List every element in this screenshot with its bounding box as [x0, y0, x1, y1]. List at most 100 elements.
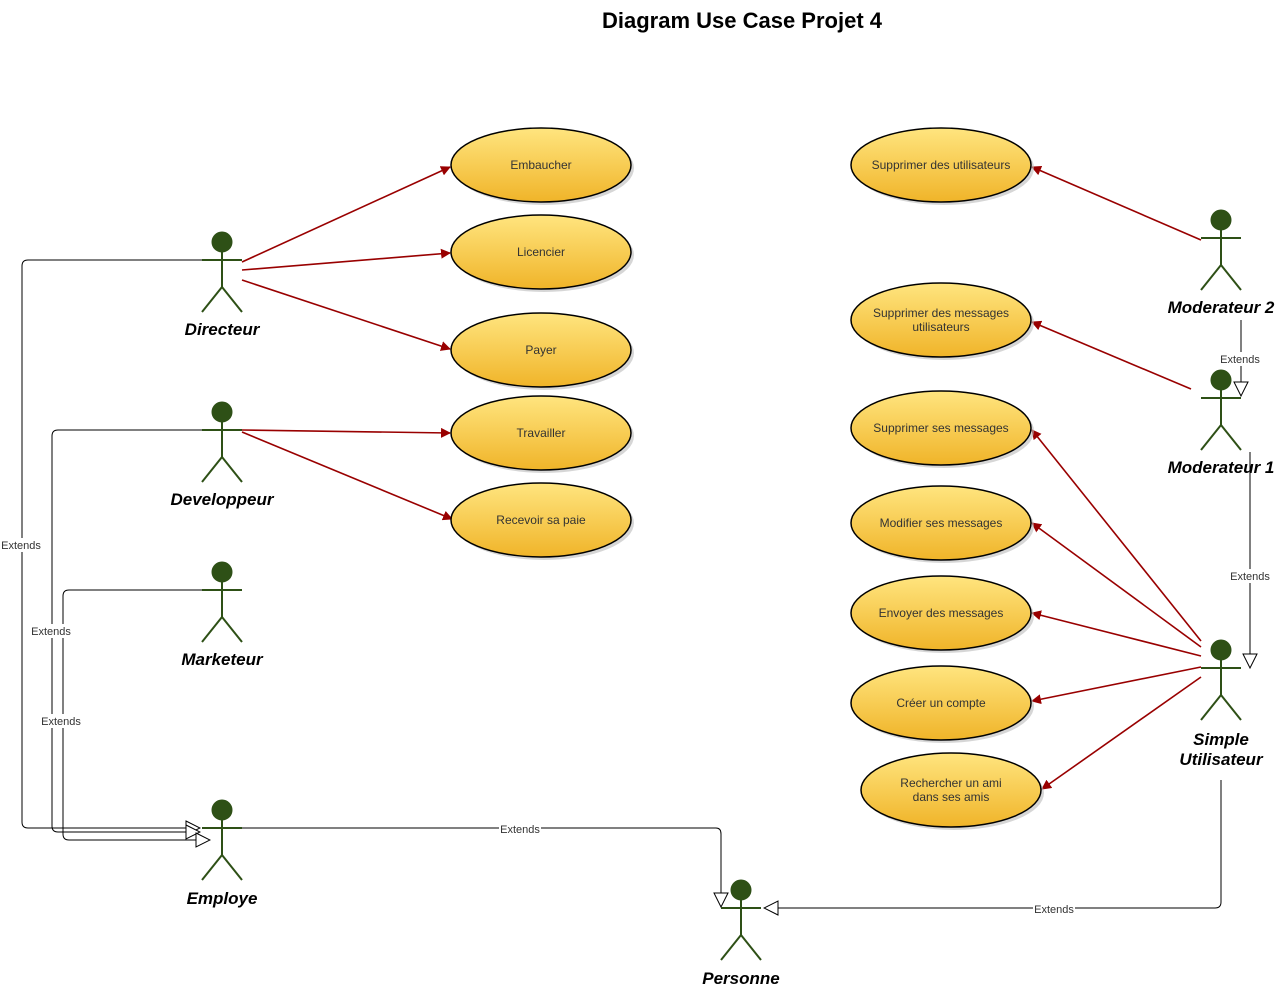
use-case-label: Modifier ses messages: [880, 516, 1003, 530]
extends-label-text: Extends: [41, 716, 81, 728]
use-case-creer-un-compte[interactable]: Créer un compte: [850, 665, 1034, 743]
use-case-ellipse: [450, 312, 632, 388]
actor-label: Moderateur 1: [1168, 458, 1275, 477]
extends-label-text: Extends: [1230, 571, 1270, 583]
association-arrows: [241, 165, 1202, 790]
actor-left-leg: [201, 456, 223, 483]
extends-employe-personne: [240, 827, 721, 907]
use-case-envoyer-des-messages[interactable]: Envoyer des messages: [850, 575, 1034, 653]
actor-left-leg: [201, 286, 223, 313]
actor-label: Marketeur: [181, 650, 264, 669]
use-case-ellipse: [850, 390, 1032, 466]
extends-label-directeur: Extends: [1, 538, 43, 552]
use-case-supprimer-ses-messages[interactable]: Supprimer ses messages: [850, 390, 1034, 468]
use-case-ellipse: [850, 665, 1032, 741]
actor-head: [730, 879, 752, 901]
extends-label-moderateur1: Extends: [1229, 569, 1271, 583]
use-case-label: Recevoir sa paie: [496, 513, 586, 527]
actor-right-leg: [1220, 694, 1242, 721]
use-case-licencier[interactable]: Licencier: [450, 214, 634, 292]
actor-right-leg: [1220, 424, 1242, 451]
actor-right-leg: [740, 934, 762, 961]
use-case-label: utilisateurs: [912, 320, 969, 334]
actor-left-leg: [720, 934, 742, 961]
actor-label: Moderateur 2: [1168, 298, 1275, 317]
use-case-ellipse: [450, 482, 632, 558]
actor-left-leg: [201, 616, 223, 643]
actor-head: [1210, 369, 1232, 391]
assoc-directeur-embaucher: [241, 166, 451, 263]
actor-label: Simple: [1193, 730, 1249, 749]
use-case-recevoir-sa-paie[interactable]: Recevoir sa paie: [450, 482, 634, 560]
actor-label: Directeur: [185, 320, 261, 339]
use-case-supprimer-des-utilisateurs[interactable]: Supprimer des utilisateurs: [850, 127, 1034, 205]
extends-label-moderateur2: Extends: [1219, 352, 1261, 366]
actor-left-leg: [1200, 694, 1222, 721]
use-case-ellipse: [850, 127, 1032, 203]
assoc-simple-creer-compte: [1031, 666, 1202, 705]
extends-label-text: Extends: [1, 540, 41, 552]
actor-head: [211, 561, 233, 583]
use-case-label: Payer: [525, 343, 556, 357]
assoc-simple-envoyer-messages: [1031, 610, 1202, 657]
extends-label-developpeur: Extends: [30, 624, 72, 638]
use-case-ellipse: [450, 395, 632, 471]
actor-head: [1210, 639, 1232, 661]
actor-head: [211, 799, 233, 821]
extends-label-simple-utilisateur: Extends: [1033, 902, 1075, 916]
use-case-label: Supprimer des utilisateurs: [872, 158, 1011, 172]
assoc-simple-modifier-messages: [1031, 522, 1202, 648]
use-case-ellipse: [450, 127, 632, 203]
extends-connectors: [21, 259, 1250, 908]
actor-head: [1210, 209, 1232, 231]
use-case-label: Travailler: [517, 426, 566, 440]
use-case-label: dans ses amis: [913, 790, 990, 804]
actor-moderateur-1[interactable]: Moderateur 1: [1168, 369, 1275, 477]
use-case-ellipse: [450, 214, 632, 290]
actor-personne[interactable]: Personne: [702, 879, 780, 988]
actor-right-leg: [221, 286, 243, 313]
use-case-label: Supprimer des messages: [873, 306, 1009, 320]
actor-marketeur[interactable]: Marketeur: [181, 561, 264, 669]
use-case-ellipse: [850, 575, 1032, 651]
actor-right-leg: [221, 456, 243, 483]
use-case-travailler[interactable]: Travailler: [450, 395, 634, 473]
use-case-embaucher[interactable]: Embaucher: [450, 127, 634, 205]
actor-right-leg: [221, 854, 243, 881]
assoc-moderateur1-supprimer-messages: [1031, 320, 1192, 390]
use-case-label: Créer un compte: [896, 696, 986, 710]
extends-label-employe: Extends: [499, 822, 541, 836]
actor-label: Developpeur: [171, 490, 275, 509]
actor-moderateur-2[interactable]: Moderateur 2: [1168, 209, 1275, 317]
actor-head: [211, 401, 233, 423]
extends-label-text: Extends: [1034, 904, 1074, 916]
use-case-label: Supprimer ses messages: [873, 421, 1008, 435]
actor-left-leg: [201, 854, 223, 881]
assoc-moderateur2-supprimer-utilisateurs: [1031, 165, 1202, 241]
extends-label-text: Extends: [1220, 354, 1260, 366]
actor-left-leg: [1200, 424, 1222, 451]
use-case-modifier-ses-messages[interactable]: Modifier ses messages: [850, 485, 1034, 563]
actor-developpeur[interactable]: Developpeur: [171, 401, 275, 509]
use-case-ellipse: [850, 485, 1032, 561]
actor-right-leg: [221, 616, 243, 643]
assoc-directeur-payer: [241, 279, 451, 351]
actor-label: Personne: [702, 969, 779, 988]
assoc-directeur-licencier: [241, 248, 451, 271]
assoc-simple-supprimer-ses-messages: [1031, 429, 1202, 642]
extends-simple-utilisateur-personne: [764, 780, 1222, 908]
use-case-label: Embaucher: [510, 158, 571, 172]
actor-left-leg: [1200, 264, 1222, 291]
actor-label: Employe: [187, 889, 258, 908]
actor-employe[interactable]: Employe: [187, 799, 258, 908]
actor-right-leg: [1220, 264, 1242, 291]
actor-label: Utilisateur: [1179, 750, 1264, 769]
use-case-payer[interactable]: Payer: [450, 312, 634, 390]
assoc-simple-rechercher-ami: [1041, 676, 1202, 790]
actor-directeur[interactable]: Directeur: [185, 231, 261, 339]
extends-label-marketeur: Extends: [40, 714, 82, 728]
